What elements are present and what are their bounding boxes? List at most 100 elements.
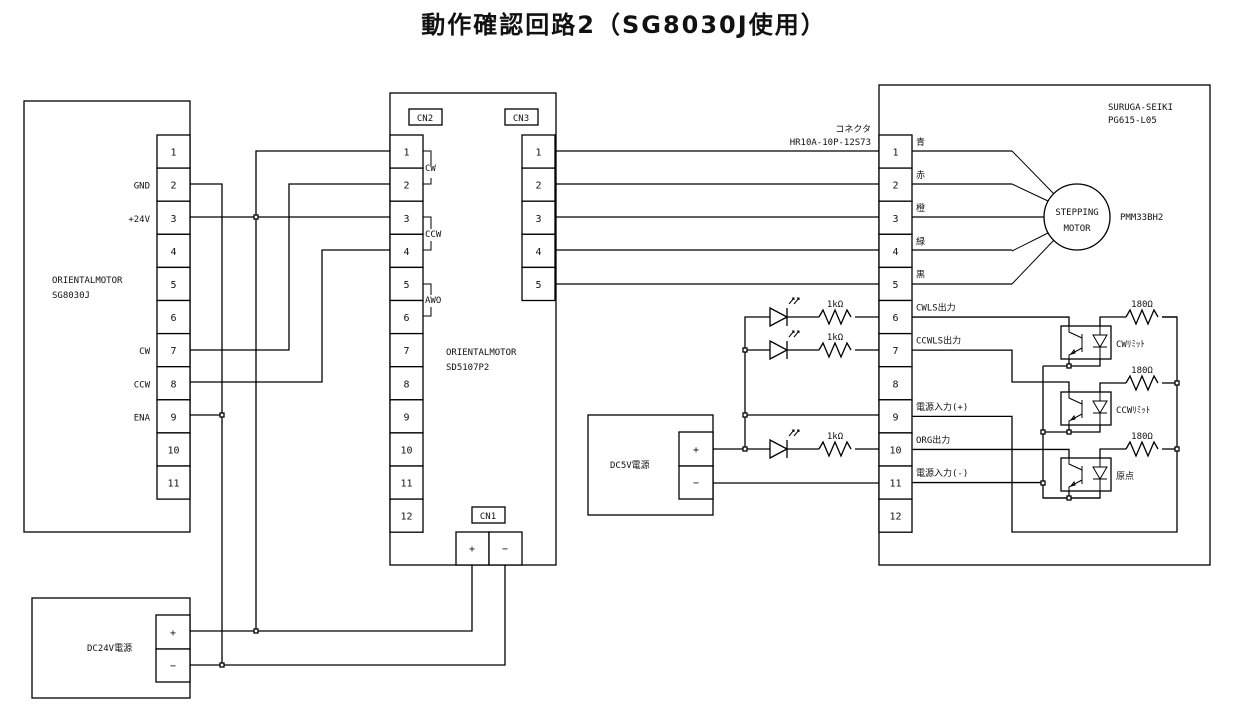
psu5-pin-minus [678, 465, 714, 500]
stage-pin-number: 3 [892, 214, 898, 225]
cn2-pin-5 [389, 266, 424, 302]
junction [742, 412, 748, 418]
stage-pin-number: 6 [892, 313, 898, 324]
cn3-pin-5 [521, 266, 556, 302]
cn2-group-cw: CW [425, 164, 436, 174]
wire-org [912, 448, 1070, 459]
stage-pin-2 [878, 167, 913, 202]
resistor-1k-value: 1kΩ [827, 333, 844, 343]
stage-pin-number: 9 [892, 412, 898, 423]
phototransistor-icon [1068, 392, 1083, 425]
wires-motor [555, 150, 1044, 285]
cn3-pin-number: 4 [535, 247, 541, 258]
stage-pin-number: 4 [892, 247, 898, 258]
cn2-pin-4 [389, 233, 424, 269]
ccw-bracket [423, 216, 432, 251]
cn2-pin-number: 3 [403, 214, 409, 225]
stage-pin-number: 12 [889, 512, 901, 523]
sensor-label: 原点 [1116, 471, 1134, 482]
signal-label: 電源入力(+) [916, 401, 968, 413]
light-rays-icon [788, 330, 800, 338]
stage-pin-1 [878, 134, 913, 169]
ir-diode-icon [1092, 392, 1108, 425]
psu-dc5v: DC5V電源 + − [587, 414, 714, 516]
controller-pin-10 [156, 432, 191, 467]
driver-sd5107p2: CN2 CN3 ORIENTALMOTOR SD5107P2 123456789… [389, 92, 557, 566]
psu24-label: DC24V電源 [87, 643, 132, 654]
phototransistor-icon [1068, 458, 1083, 491]
wire-color-label: 青 [916, 136, 925, 148]
cn3-pin-number: 3 [535, 214, 541, 225]
cn3-label-box [504, 108, 539, 126]
cn3-pin-number: 1 [535, 148, 541, 159]
cn3-pin-number: 5 [535, 280, 541, 291]
cn2-label: CN2 [417, 114, 433, 124]
ir-diode-icon [1092, 326, 1108, 359]
psu5-label: DC5V電源 [610, 460, 650, 471]
phototransistor-icon [1068, 326, 1083, 359]
stage-motor-wires [912, 150, 1044, 285]
cn2-pin-number: 5 [403, 280, 409, 291]
controller-pin-number: 6 [170, 313, 176, 324]
cn2-pin-number: 2 [403, 181, 409, 192]
psu5-minus-label: − [693, 478, 699, 489]
controller-pin-9 [156, 399, 191, 434]
resistor-180 [1125, 440, 1159, 458]
cn2-pin-number: 9 [403, 412, 409, 423]
controller-pin-3 [156, 200, 191, 235]
junction [742, 446, 748, 452]
led-icon [769, 339, 789, 361]
junction [1174, 446, 1180, 452]
motor-model: PMM33BH2 [1120, 213, 1163, 223]
stage-pin-3 [878, 200, 913, 235]
motor-wire-5 [1011, 239, 1055, 285]
stage-pin-number: 10 [889, 445, 901, 456]
controller-pin-number: 4 [170, 247, 176, 258]
psu24-minus-label: − [170, 661, 176, 672]
cn2-pin-12 [389, 498, 424, 533]
stage-pin-number: 7 [892, 346, 898, 357]
controller-pin-number: 8 [170, 379, 176, 390]
wire-ccw [190, 249, 390, 383]
stage-maker: SURUGA-SEIKI [1108, 103, 1173, 113]
junction [1066, 495, 1072, 501]
junction [219, 412, 225, 418]
resistor-1k [818, 341, 852, 359]
wire-24v-minus [190, 565, 506, 666]
cn2-pin-7 [389, 332, 424, 368]
stage-pin-number: 8 [892, 379, 898, 390]
connector-model: HR10A-10P-12S73 [790, 138, 871, 148]
controller-sg8030j: ORIENTALMOTOR SG8030J 1234567891011GND+2… [23, 100, 191, 533]
motor-wire-1 [1011, 150, 1055, 195]
resistor-1k-value: 1kΩ [827, 300, 844, 310]
stage-pin-number: 1 [892, 148, 898, 159]
resistor-180 [1125, 374, 1159, 392]
cn2-pin-number: 12 [400, 512, 412, 523]
junction [742, 347, 748, 353]
driver-model: SD5107P2 [446, 363, 489, 373]
wire-ccwls [912, 349, 1070, 393]
ir-diode-icon [1092, 458, 1108, 491]
stage-pin-number: 2 [892, 181, 898, 192]
cn2-pin-number: 6 [403, 313, 409, 324]
controller-pin-label: CW [139, 347, 150, 357]
controller-pin-number: 11 [167, 479, 179, 490]
controller-model: SG8030J [52, 291, 90, 301]
psu24-pin-minus [155, 648, 191, 683]
stage-pin-6 [878, 299, 913, 335]
cn2-pin-number: 1 [403, 148, 409, 159]
wire-gnd [190, 183, 223, 665]
psu24-pin-plus [155, 614, 191, 650]
controller-pin-number: 10 [167, 445, 179, 456]
cn2-pin-3 [389, 200, 424, 235]
resistor-180-value: 180Ω [1131, 366, 1153, 376]
diagram-title: 動作確認回路2（SG8030J使用） [421, 11, 826, 39]
wire-24v-plus [190, 565, 473, 632]
cn2-pin-number: 11 [400, 479, 412, 490]
motor-line1: STEPPING [1055, 208, 1098, 218]
cn2-group-awo: AWO [425, 296, 441, 306]
stage-pin-number: 5 [892, 280, 898, 291]
stage-pin-9 [878, 399, 913, 434]
